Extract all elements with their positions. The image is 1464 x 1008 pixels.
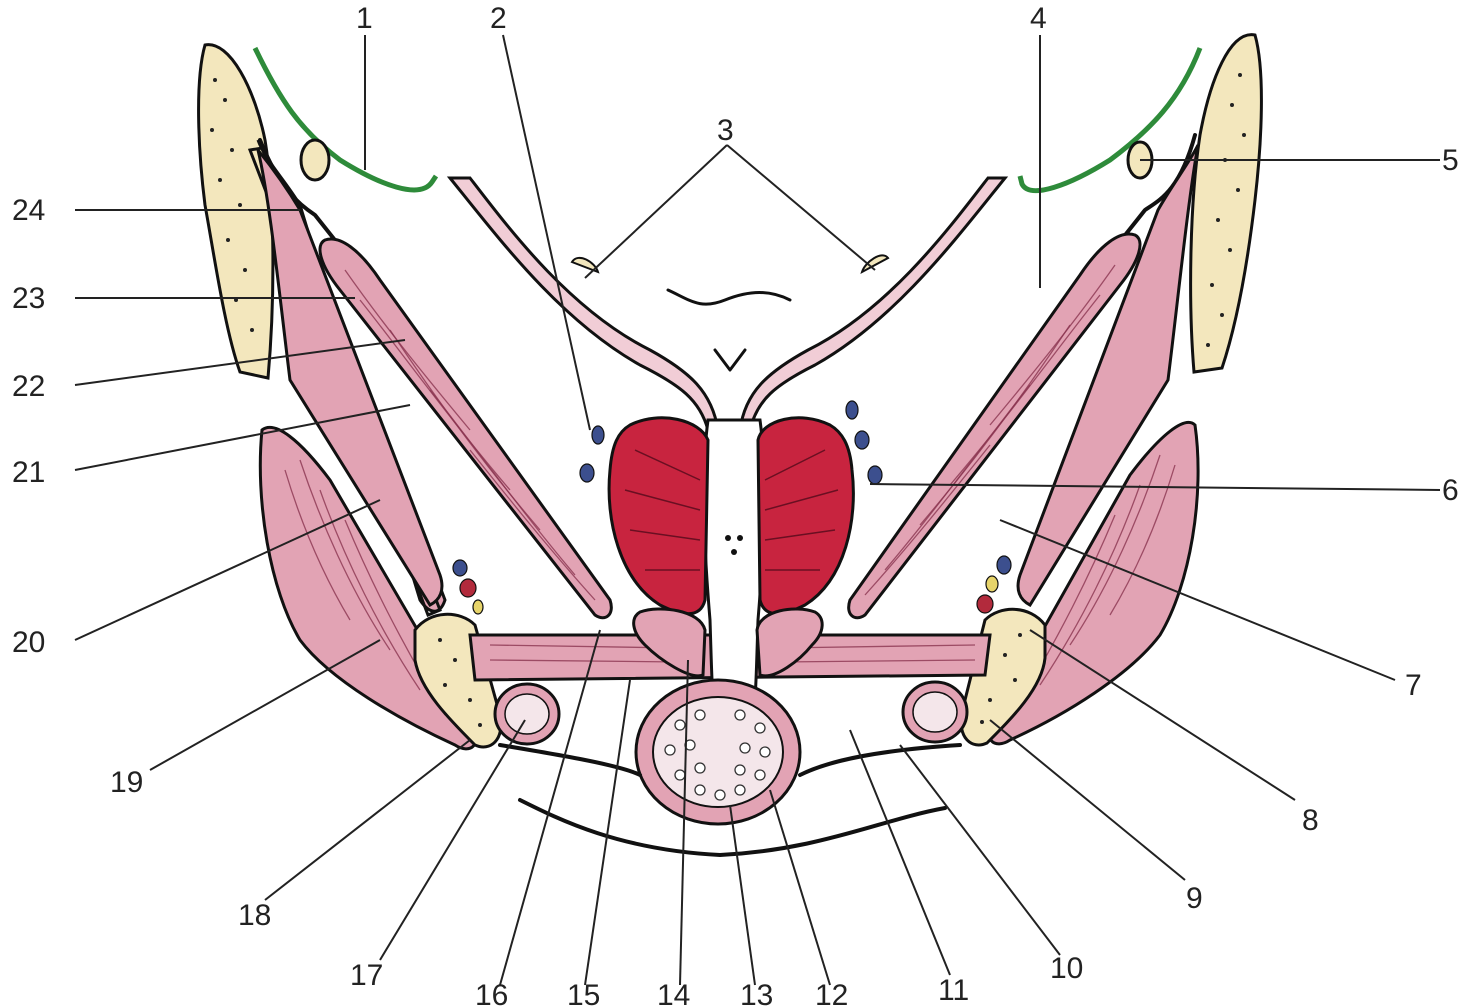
label-10: 10 (1050, 952, 1083, 985)
label-17: 17 (350, 959, 383, 992)
label-13: 13 (740, 979, 773, 1008)
label-8: 8 (1302, 804, 1319, 837)
canal-dot-1 (725, 535, 731, 541)
label-21: 21 (12, 456, 45, 489)
bladder-curve (668, 290, 790, 304)
label-5: 5 (1442, 144, 1459, 177)
label-23: 23 (12, 282, 45, 315)
label-16: 16 (475, 979, 508, 1008)
label-7: 7 (1405, 669, 1422, 702)
bladder-fold (715, 350, 745, 370)
label-3: 3 (717, 114, 734, 147)
label-11: 11 (938, 974, 969, 1007)
canal-dot-3 (731, 549, 737, 555)
vessel-ring-left (301, 140, 329, 180)
crus-left-inner (505, 694, 549, 734)
label-12: 12 (815, 979, 848, 1008)
label-1: 1 (356, 2, 373, 35)
canal-dot-2 (737, 535, 743, 541)
label-6: 6 (1442, 474, 1459, 507)
crus-right-inner (913, 692, 957, 732)
label-19: 19 (110, 766, 143, 799)
label-24: 24 (12, 194, 45, 227)
ilium-left (199, 45, 273, 378)
label-14: 14 (657, 979, 690, 1008)
label-22: 22 (12, 370, 45, 403)
label-4: 4 (1030, 2, 1047, 35)
sphincter-right (758, 418, 853, 614)
ilium-right (1191, 35, 1262, 372)
label-15: 15 (567, 979, 600, 1008)
peritoneum-line-left (255, 48, 436, 190)
label-2: 2 (490, 2, 507, 35)
label-9: 9 (1186, 882, 1203, 915)
pelvic-wall-lining-right (740, 178, 1005, 430)
sphincter-left (609, 418, 708, 614)
label-18: 18 (238, 899, 271, 932)
pelvic-wall-lining-left (450, 178, 718, 430)
label-20: 20 (12, 626, 45, 659)
peritoneum-line-right (1020, 48, 1200, 191)
